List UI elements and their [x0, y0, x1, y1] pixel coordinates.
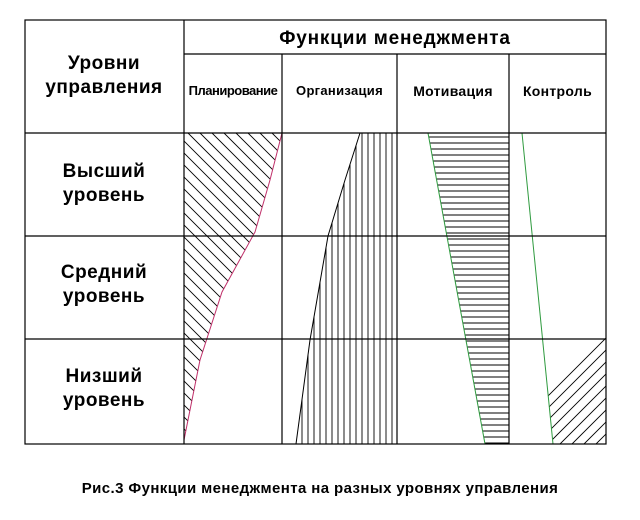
planning-hatch-line: [235, 133, 282, 440]
planning-hatch-line: [184, 133, 282, 440]
planning-hatch-line: [247, 133, 282, 440]
row-lower-level: Низший уровень: [26, 365, 182, 413]
planning-hatch-line: [184, 133, 282, 440]
row-lower-level-line-2: уровень: [62, 390, 146, 411]
organization-hatch: [296, 133, 393, 444]
control-hatch-line: [583, 133, 606, 444]
control-hatch-line: [608, 133, 640, 444]
planning-hatch-line: [320, 133, 631, 444]
figure-caption: Рис.3 Функции менеджмента на разных уров…: [81, 480, 559, 497]
motivation-hatch: [428, 136, 509, 444]
column-organization: Организация: [296, 83, 383, 98]
control-hatch: [522, 133, 640, 444]
column-motivation: Мотивация: [413, 83, 493, 99]
levels-header-line-1: Уровни: [67, 53, 141, 74]
planning-hatch-line: [223, 133, 282, 440]
planning-hatch-line: [211, 133, 282, 440]
control-hatch-line: [523, 133, 606, 444]
levels-header: Уровни управления: [26, 52, 182, 100]
row-lower-level-line-1: Низший: [65, 366, 143, 387]
planning-hatch-line: [184, 133, 282, 440]
planning-hatch-line: [184, 133, 282, 440]
planning-hatch-line: [296, 133, 607, 444]
column-planning: Планирование: [188, 83, 278, 98]
control-hatch-line: [632, 133, 640, 444]
planning-hatch-line: [187, 133, 282, 440]
control-hatch-line: [620, 133, 640, 444]
planning-boundary-curve: [183, 132, 283, 441]
table-grid: [24, 19, 607, 445]
row-middle-level-line-1: Средний: [60, 262, 148, 283]
motivation-boundary-line: [427, 132, 486, 445]
row-top-level-line-1: Высший: [62, 161, 146, 182]
row-top-level: Высший уровень: [26, 160, 182, 208]
control-hatch-line: [522, 133, 606, 444]
planning-hatch-line: [184, 133, 282, 440]
row-middle-level-line-2: уровень: [62, 286, 146, 307]
planning-hatch-line: [184, 133, 282, 440]
control-hatch-line: [595, 133, 606, 444]
planning-hatch-line: [308, 133, 619, 444]
control-hatch-line: [559, 133, 606, 444]
control-hatch-line: [535, 133, 606, 444]
column-control: Контроль: [522, 83, 593, 99]
planning-hatch-line: [199, 133, 282, 440]
planning-hatch-line: [184, 133, 282, 440]
control-boundary-line: [521, 132, 554, 445]
levels-header-line-2: управления: [45, 77, 163, 98]
planning-hatch-line: [259, 133, 282, 440]
functions-header: Функции менеджмента: [279, 28, 511, 49]
row-middle-level: Средний уровень: [26, 261, 182, 309]
control-hatch-line: [522, 133, 606, 444]
control-hatch-line: [547, 133, 606, 444]
row-top-level-line-2: уровень: [62, 185, 146, 206]
